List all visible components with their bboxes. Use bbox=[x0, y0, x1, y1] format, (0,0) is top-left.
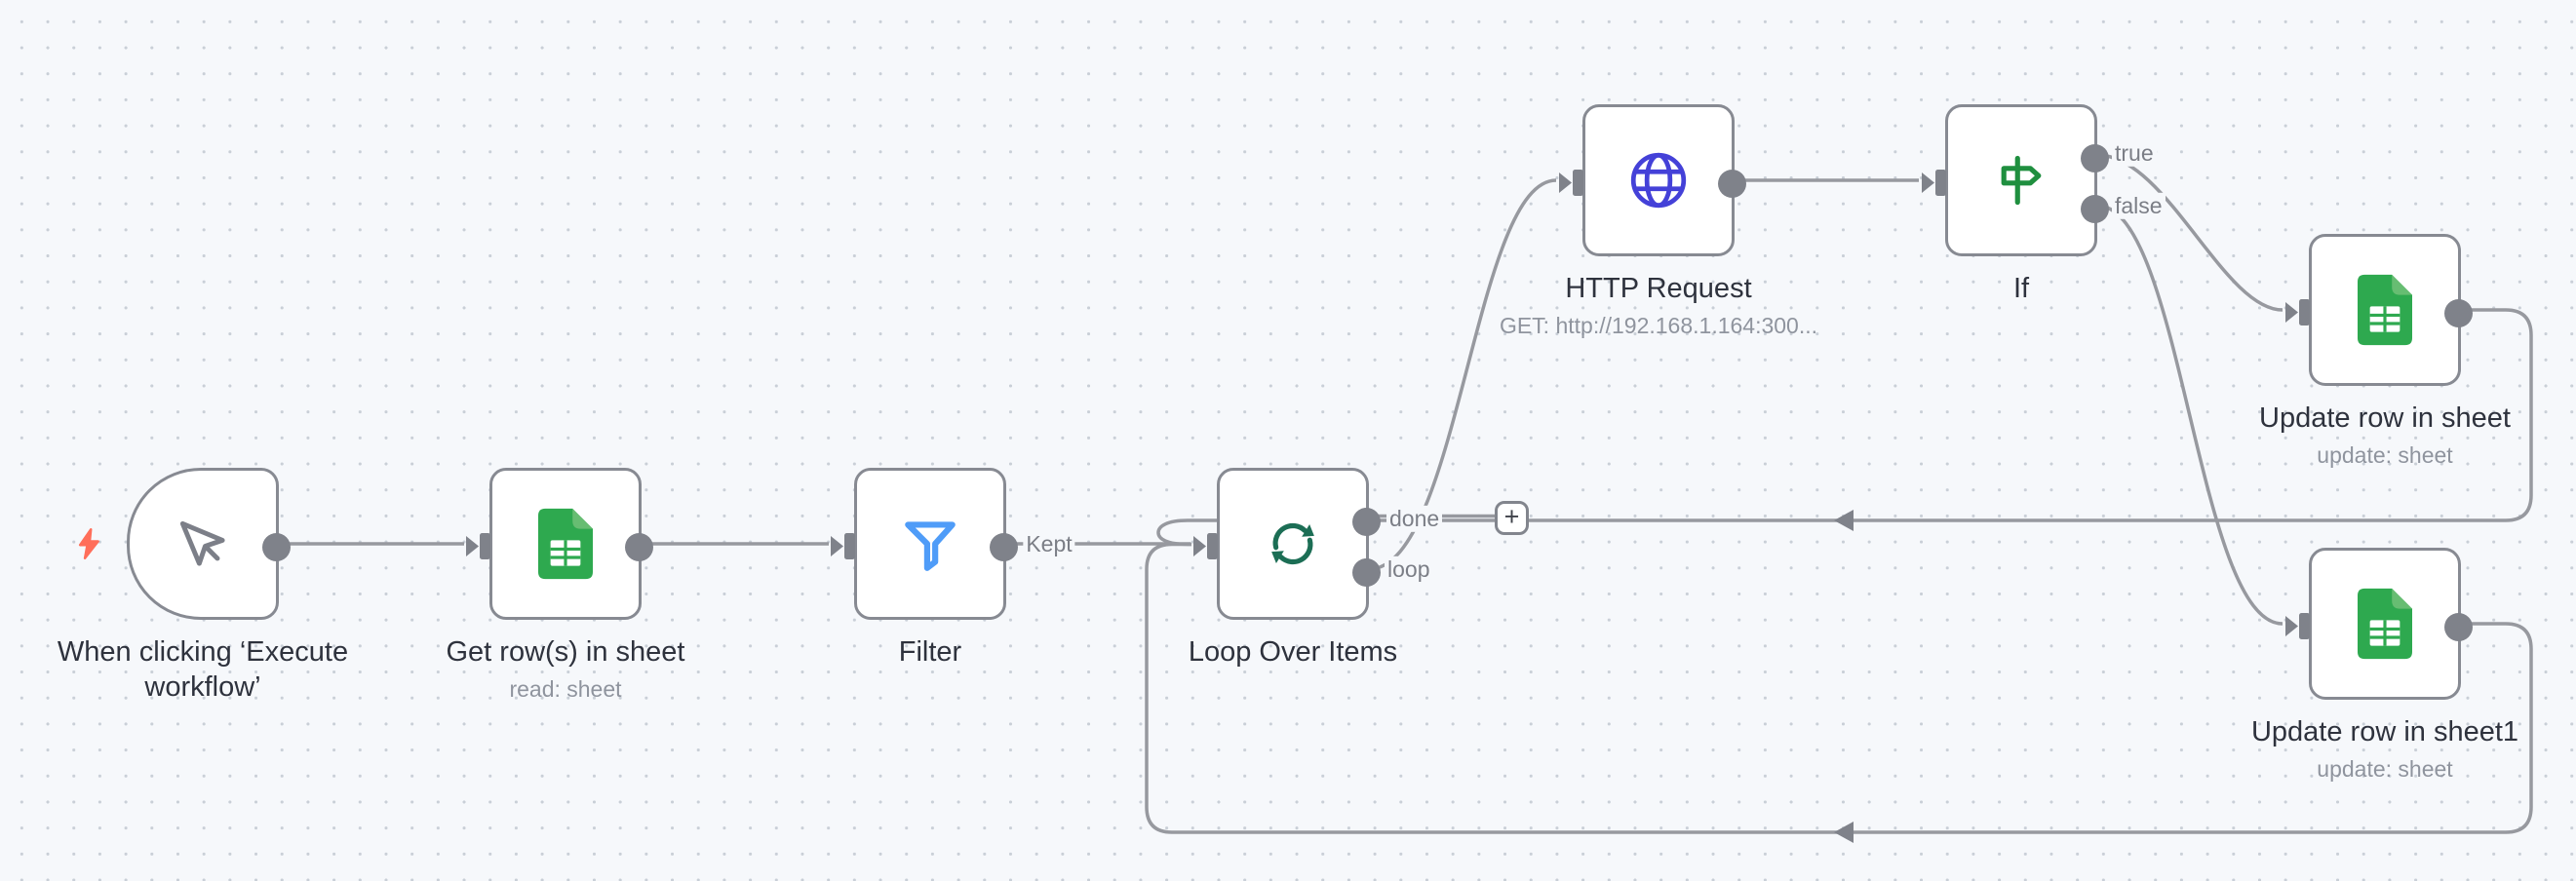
input-port[interactable] bbox=[2284, 611, 2312, 641]
edge-label-done: done bbox=[1386, 505, 1443, 533]
node-filter[interactable]: Filter bbox=[831, 468, 1018, 668]
node-subtitle: update: sheet bbox=[2317, 756, 2453, 783]
node-if[interactable]: If bbox=[1922, 104, 2109, 304]
input-port[interactable] bbox=[2284, 297, 2312, 327]
output-port[interactable] bbox=[262, 532, 291, 561]
node-get-rows-in-sheet[interactable]: Get row(s) in sheet read: sheet bbox=[447, 468, 684, 702]
input-port[interactable] bbox=[465, 531, 492, 561]
input-port[interactable] bbox=[1921, 168, 1948, 198]
connection-update1-loop-return[interactable] bbox=[1156, 308, 2533, 547]
node-title: HTTP Request bbox=[1565, 273, 1752, 304]
input-port[interactable] bbox=[1558, 168, 1585, 198]
node-title: Update row in sheet bbox=[2259, 402, 2511, 434]
node-title: Update row in sheet1 bbox=[2250, 716, 2519, 747]
edge-label-kept: Kept bbox=[1023, 530, 1075, 558]
node-loop-over-items[interactable]: Loop Over Items bbox=[1189, 468, 1397, 668]
node-subtitle: update: sheet bbox=[2317, 442, 2453, 469]
return-arrow-bottom-icon bbox=[1834, 822, 1854, 843]
node-update-row-in-sheet[interactable]: Update row in sheet update: sheet bbox=[2259, 234, 2511, 468]
node-subtitle: read: sheet bbox=[509, 676, 622, 703]
node-title: If bbox=[2012, 273, 2030, 304]
globe-icon bbox=[1626, 148, 1691, 212]
output-port[interactable] bbox=[2444, 298, 2473, 327]
input-port[interactable] bbox=[830, 531, 857, 561]
output-port[interactable] bbox=[1718, 169, 1746, 198]
signpost-icon bbox=[1992, 151, 2050, 210]
edge-label-true: true bbox=[2112, 139, 2157, 168]
node-title: When clicking ‘Execute workflow’ bbox=[57, 636, 349, 704]
node-http-request[interactable]: HTTP Request GET: http://192.168.1.164:3… bbox=[1500, 104, 1817, 338]
connection-loop-http[interactable] bbox=[1368, 178, 1557, 571]
output-port-done[interactable] bbox=[1352, 507, 1381, 536]
output-port[interactable] bbox=[990, 532, 1018, 561]
input-port[interactable] bbox=[1192, 531, 1220, 561]
node-title: Filter bbox=[898, 636, 962, 668]
node-title: Get row(s) in sheet bbox=[446, 636, 685, 668]
google-sheets-icon bbox=[2358, 588, 2412, 660]
loop-refresh-icon bbox=[1264, 515, 1322, 573]
lightning-bolt-icon bbox=[78, 528, 99, 559]
edge-label-false: false bbox=[2112, 192, 2166, 220]
node-update-row-in-sheet1[interactable]: Update row in sheet1 update: sheet bbox=[2251, 548, 2518, 782]
output-port[interactable] bbox=[2444, 612, 2473, 641]
return-arrow-top-icon bbox=[1834, 510, 1854, 531]
output-port-false[interactable] bbox=[2081, 194, 2109, 223]
filter-funnel-icon bbox=[898, 512, 962, 576]
add-node-button[interactable]: + bbox=[1495, 501, 1529, 535]
google-sheets-icon bbox=[2358, 274, 2412, 346]
output-port[interactable] bbox=[625, 532, 653, 561]
node-subtitle: GET: http://192.168.1.164:300... bbox=[1499, 313, 1818, 339]
output-port-true[interactable] bbox=[2081, 143, 2109, 172]
node-manual-trigger[interactable]: When clicking ‘Execute workflow’ bbox=[58, 468, 348, 703]
mouse-pointer-icon bbox=[173, 514, 233, 574]
edge-label-loop: loop bbox=[1385, 555, 1433, 584]
node-title: Loop Over Items bbox=[1188, 636, 1398, 668]
google-sheets-icon bbox=[538, 508, 593, 580]
output-port-loop[interactable] bbox=[1352, 557, 1381, 587]
connection-if-false[interactable] bbox=[2096, 204, 2283, 626]
plus-icon: + bbox=[1503, 502, 1520, 531]
